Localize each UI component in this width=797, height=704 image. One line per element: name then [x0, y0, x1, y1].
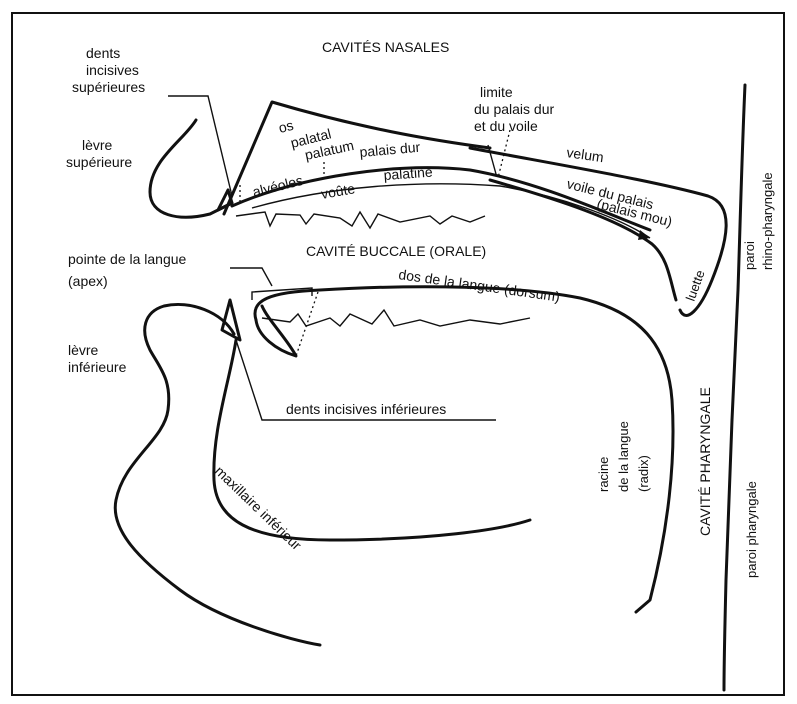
upper-lip-label: supérieure	[66, 154, 132, 170]
nasal-cavities-label: CAVITÉS NASALES	[322, 39, 449, 55]
tongue-root-label: racine	[596, 457, 611, 492]
palate-arrow-head	[638, 230, 650, 240]
limit-leader	[488, 145, 496, 174]
palate-limit-label: et du voile	[474, 118, 538, 134]
lower-lip-label: lèvre	[68, 342, 99, 358]
alveoli-label: alvéoles	[251, 172, 305, 200]
palatal-bone-label: os	[277, 117, 295, 136]
diagram-frame	[12, 13, 784, 695]
tongue-root-label: (radix)	[636, 455, 651, 492]
tongue-tip-outline	[256, 306, 296, 356]
upper-incisors-leader	[168, 96, 232, 196]
mandible-label: maxillaire inférieur	[212, 463, 305, 554]
tongue-dorsum-dotted-line	[296, 292, 318, 356]
tongue-outline	[255, 287, 673, 612]
oral-cavity-label: CAVITÉ BUCCALE (ORALE)	[306, 243, 486, 259]
rhino-pharyngeal-wall-label: rhino-pharyngale	[760, 172, 775, 270]
pharyngeal-wall-label: paroi pharyngale	[744, 481, 759, 578]
pharyngeal-wall	[724, 420, 732, 690]
tongue-dorsum-label: dos de la langue (dorsum)	[398, 266, 561, 304]
lower-lip-label: inférieure	[68, 359, 127, 375]
lower-incisors-label: dents incisives inférieures	[286, 401, 446, 417]
rhino-pharyngeal-wall-label: paroi	[742, 241, 757, 270]
upper-teeth-row	[236, 212, 485, 228]
palate-limit-label: du palais dur	[474, 101, 555, 117]
tongue-tip-leader	[230, 268, 272, 286]
tongue-tip-label: (apex)	[68, 273, 108, 289]
palate-limit-label: limite	[480, 84, 513, 100]
upper-lip-label: lèvre	[82, 137, 113, 153]
hard-palate-label: palais dur	[359, 139, 421, 160]
pharyngeal-cavity-label: CAVITÉ PHARYNGALE	[697, 387, 713, 536]
upper-incisors-label: dents	[86, 45, 120, 61]
tongue-tip-label: pointe de la langue	[68, 251, 187, 267]
vault-label: voûte	[320, 180, 357, 202]
tongue-root-label: de la langue	[616, 421, 631, 492]
upper-lip-outline	[150, 120, 232, 217]
velum-label: velum	[566, 144, 605, 165]
lower-teeth-row	[262, 310, 530, 326]
upper-incisors-label: incisives	[86, 62, 139, 78]
upper-incisors-label: supérieures	[72, 79, 145, 95]
palatine-label: palatine	[383, 164, 433, 183]
